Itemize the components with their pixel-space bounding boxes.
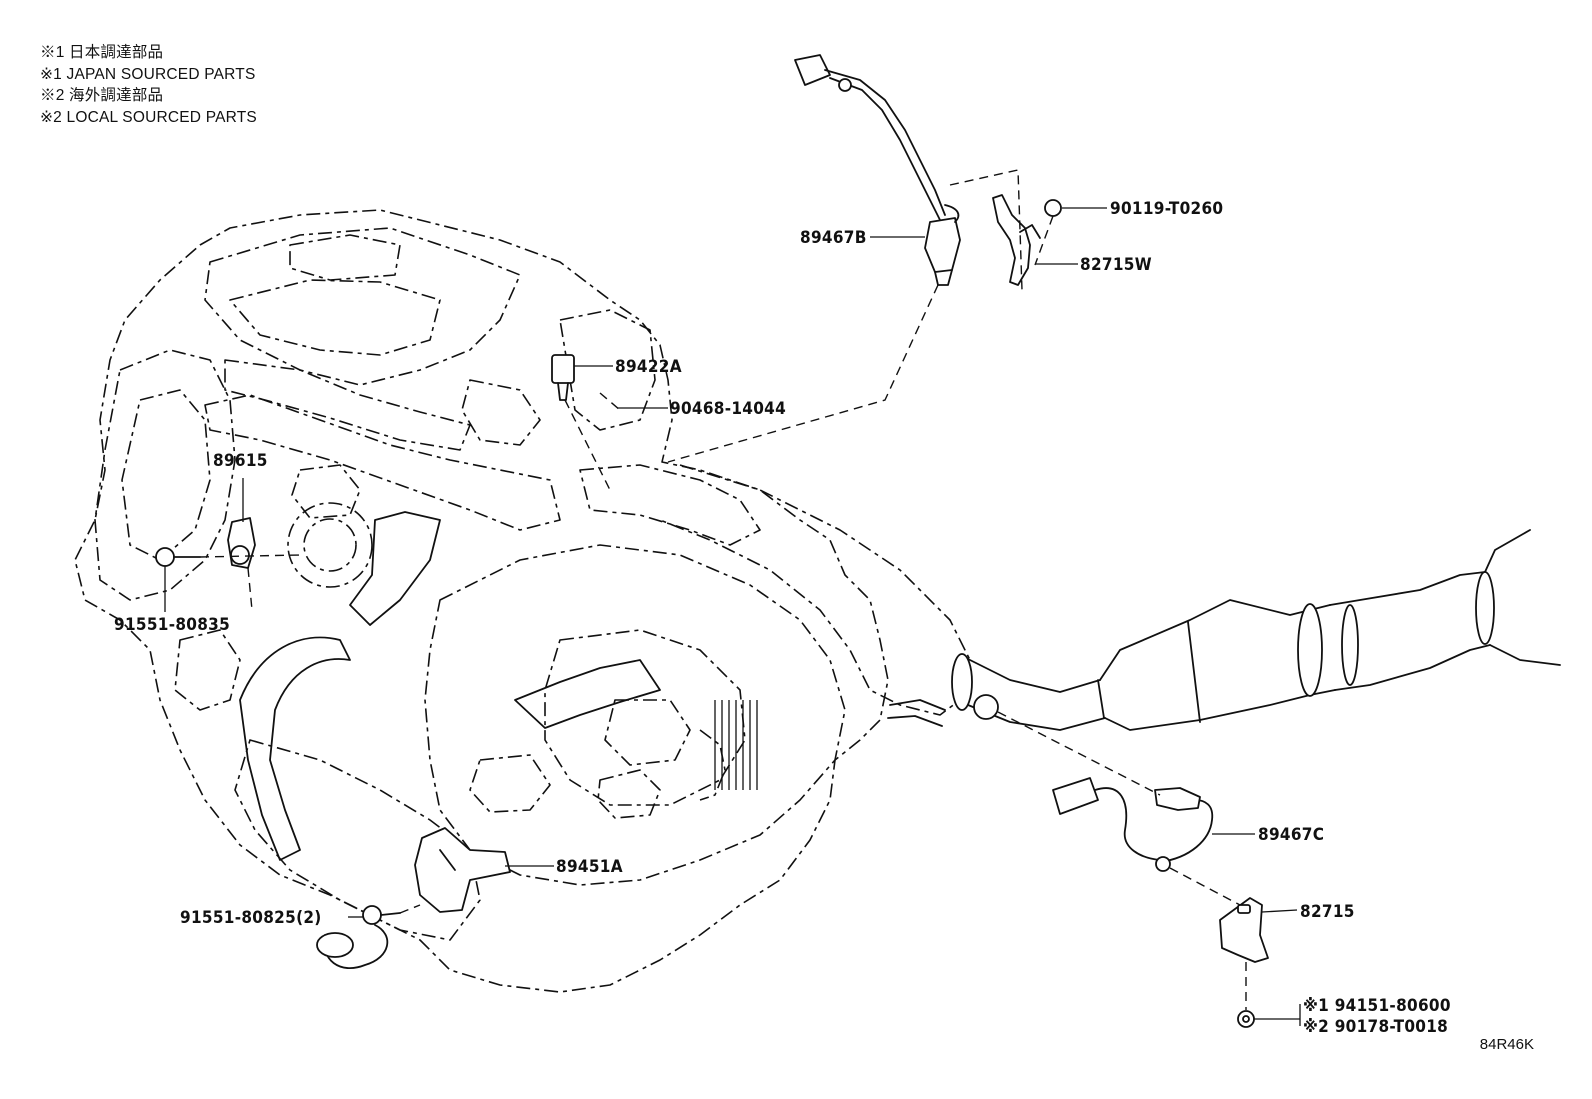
oxygen-sensor-89467C [1052,777,1214,872]
leader-lines [164,207,1301,1026]
label-89451A: 89451A [556,857,623,877]
legend-line-1: ※1 日本調達部品 [40,44,164,61]
assembly-guide-lines [199,169,1247,1010]
legend-line-4: ※2 LOCAL SOURCED PARTS [40,108,257,126]
label-89422A: 89422A [615,357,682,377]
label-89467C: 89467C [1258,825,1324,845]
label-91551-80835: 91551-80835 [114,615,230,635]
bracket-82715W-with-bolt [992,194,1062,286]
label-94151-80600: ※1 94151-80600 [1303,996,1451,1016]
oxygen-sensor-89467B [794,54,961,286]
sensor-89451A [414,827,511,913]
bracket-82715 [1219,897,1269,963]
bolt-91551-80825 [316,905,401,970]
figure-code: 84R46K [1479,1036,1534,1053]
exhaust-pipe-catalytic-converter [951,529,1561,731]
label-90119-T0260: 90119-T0260 [1110,199,1223,219]
bolt-91551-80835 [155,547,201,567]
label-90178-T0018: ※2 90178-T0018 [1303,1017,1448,1037]
label-89467B: 89467B [800,228,867,248]
legend-line-2: ※1 JAPAN SOURCED PARTS [40,65,256,83]
sourcing-legend: ※1 日本調達部品 ※1 JAPAN SOURCED PARTS ※2 海外調達… [40,42,257,128]
label-82715W: 82715W [1080,255,1152,275]
engine-assembly-outline [74,209,971,993]
label-90468-14044: 90468-14044 [670,399,786,419]
sensor-89422A [551,354,575,401]
nut-94151-90178 [1237,1010,1255,1028]
label-89615: 89615 [213,451,268,471]
label-82715: 82715 [1300,902,1355,922]
legend-line-3: ※2 海外調達部品 [40,87,164,104]
knock-sensor-89615 [227,517,256,569]
label-91551-80825: 91551-80825(2) [180,908,322,928]
